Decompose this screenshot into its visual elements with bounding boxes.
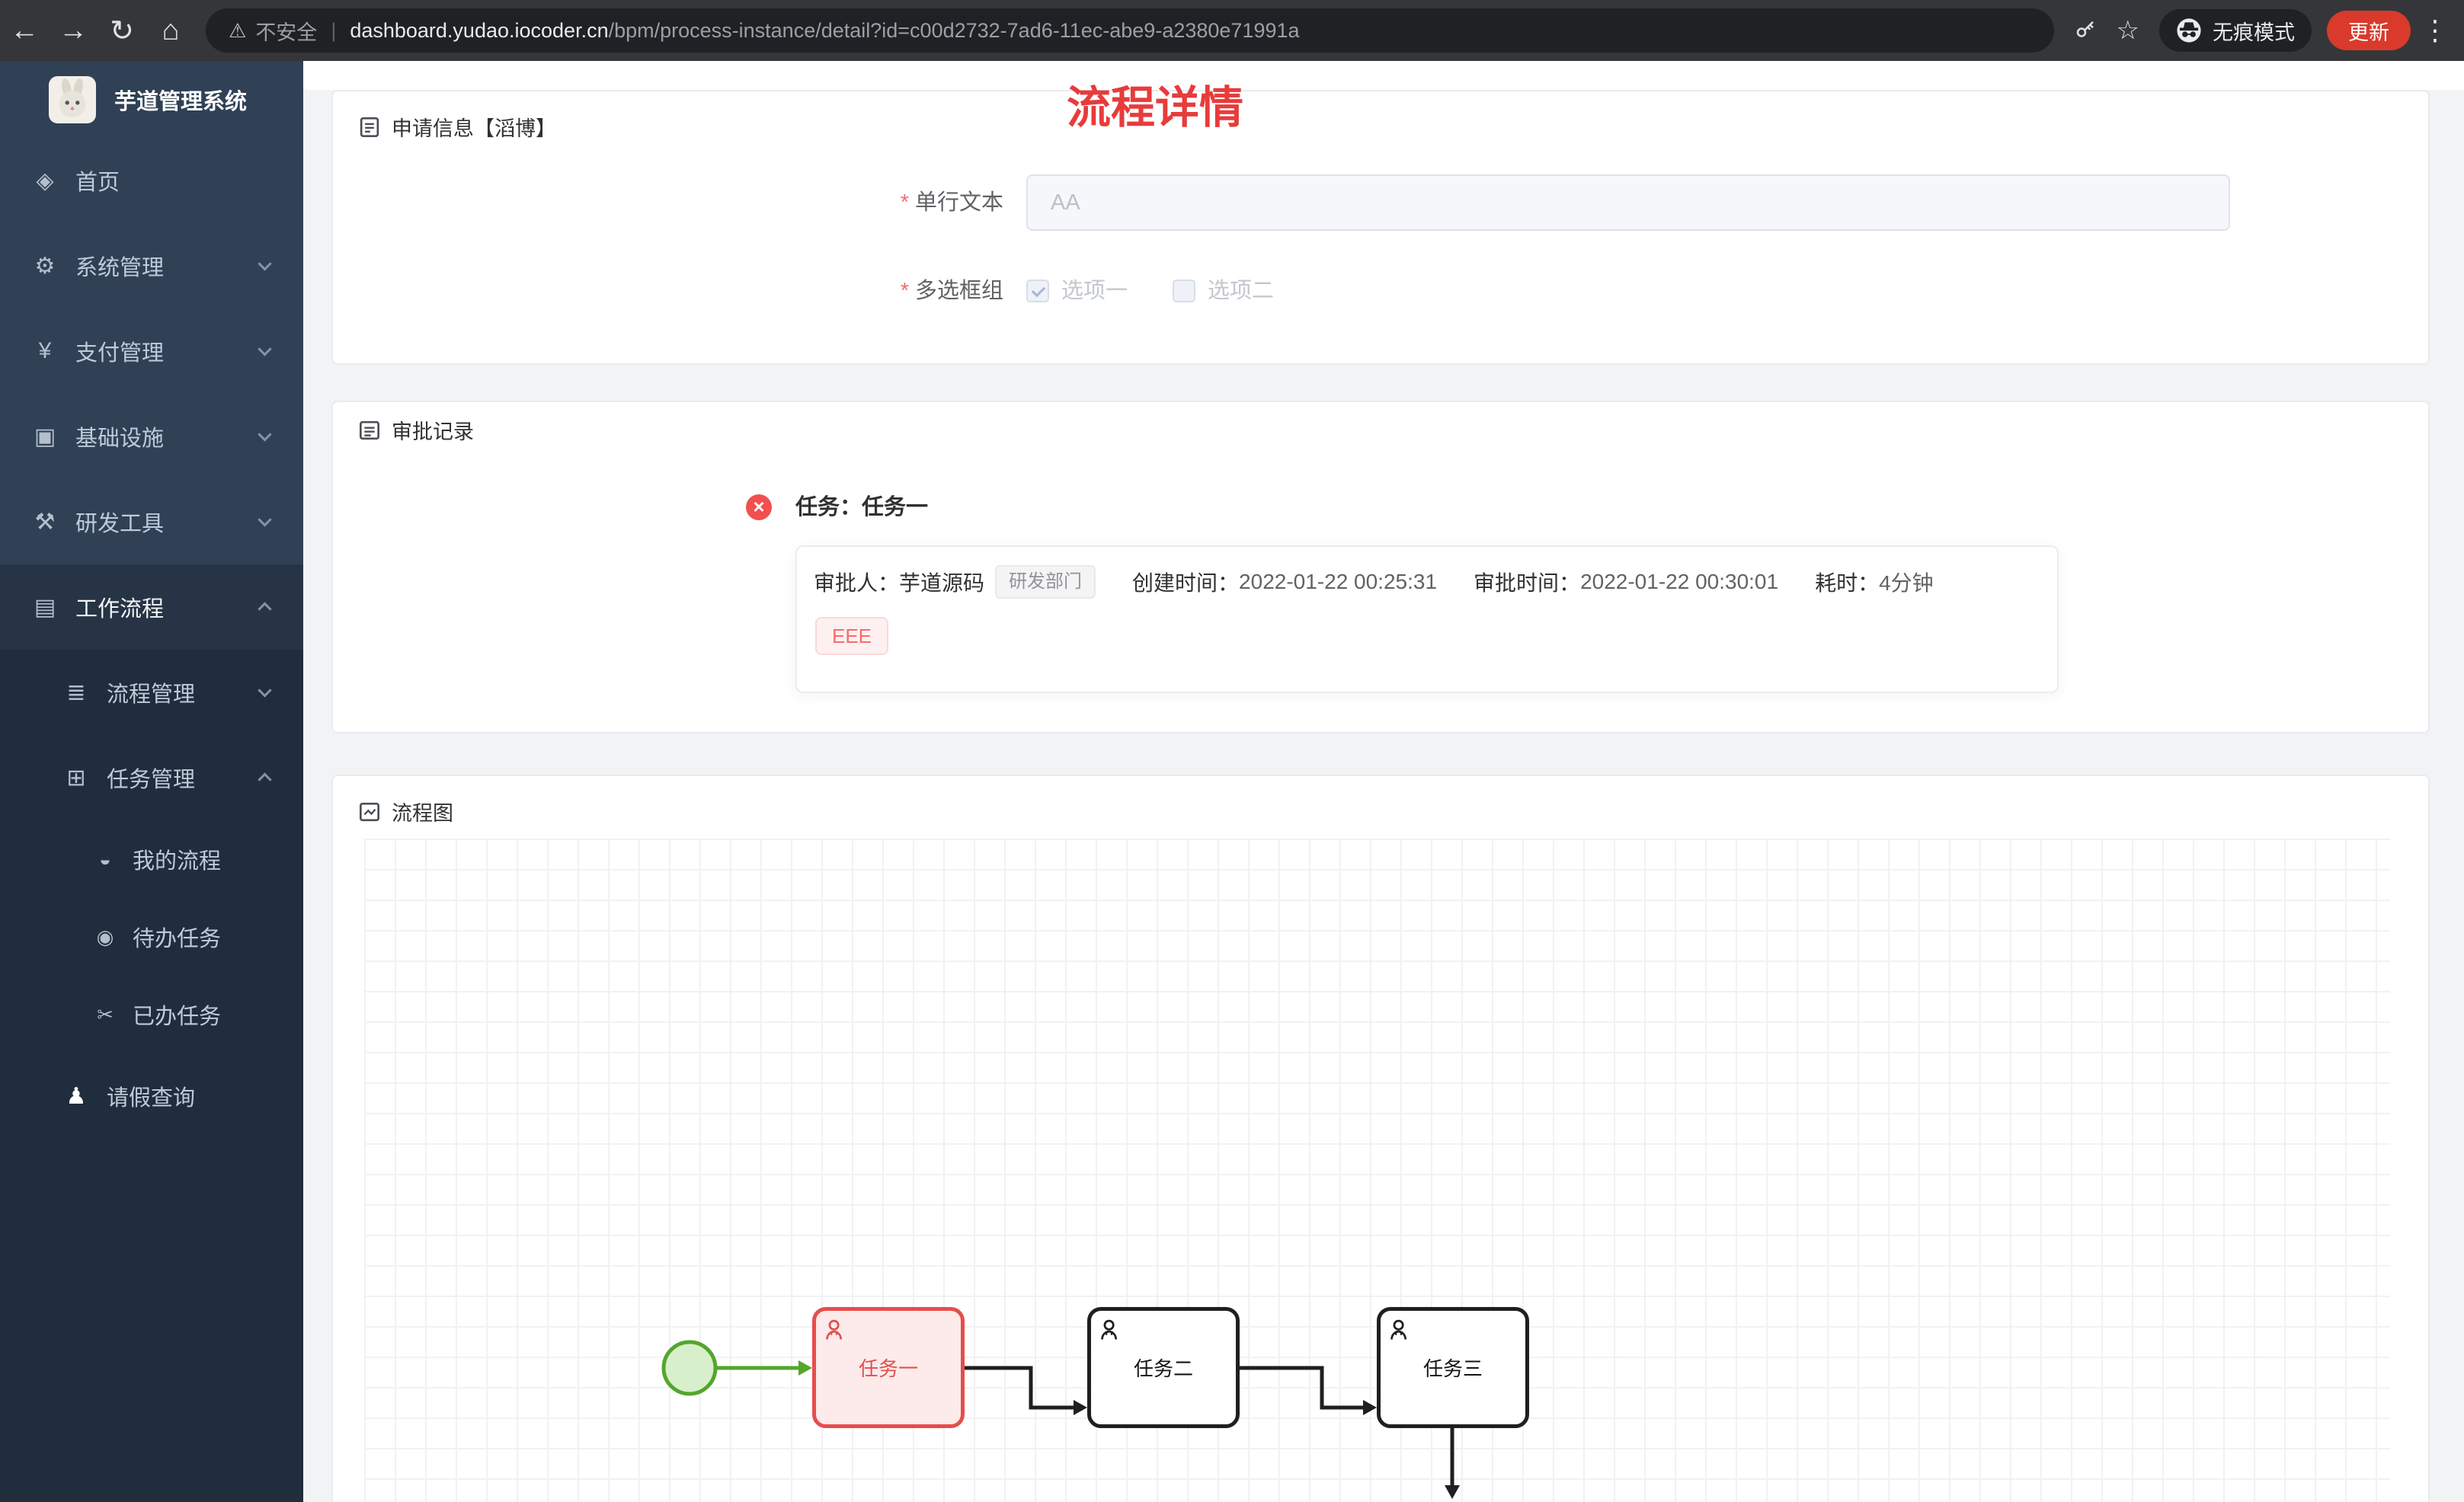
browser-toolbar: ← → ↻ ⌂ ⚠ 不安全 | dashboard.yudao.iocoder.… (0, 0, 2464, 61)
task-title: 任务：任务一 (795, 495, 929, 519)
page-title: 流程详情 (1066, 83, 1244, 133)
yen-icon: ¥ (38, 338, 52, 363)
sidebar-item-done-tasks[interactable]: ✂ 已办任务 (0, 976, 303, 1053)
menu-dots-icon[interactable]: ⋮ (2421, 14, 2449, 46)
bpmn-task-3[interactable]: 任务三 (1377, 1307, 1529, 1428)
not-secure-icon: ⚠ (229, 18, 247, 42)
comment-tag: EEE (815, 617, 889, 655)
key-icon[interactable] (2074, 19, 2097, 42)
checkbox-option-1-label: 选项一 (1061, 279, 1128, 303)
workflow-submenu: ≣ 流程管理 ⊞ 任务管理 ◒ 我的流程 ◉ 待办任务 ✂ 已办任务 ♟ 请假查… (0, 650, 303, 1502)
text-field-label: *单行文本 (900, 190, 1003, 215)
approval-records-header: 审批记录 (333, 402, 2428, 445)
document-icon (360, 117, 379, 137)
approval-detail-line: 审批人： 芋道源码 研发部门 创建时间： 2022-01-22 00:25:31… (814, 565, 2057, 599)
url-separator: | (331, 18, 337, 42)
bpmn-canvas[interactable]: 任务一 任务二 任务三 (364, 839, 2390, 1502)
sidebar-item-todo-tasks[interactable]: ◉ 待办任务 (0, 898, 303, 976)
incognito-badge: 无痕模式 (2159, 9, 2312, 52)
gear-icon: ⚙ (34, 253, 56, 279)
checkbox-group-row: *多选框组 选项一 选项二 (333, 271, 2428, 311)
user-task-icon (1101, 1319, 1118, 1340)
bpmn-start-event[interactable] (661, 1340, 718, 1396)
user-task-icon (1390, 1319, 1407, 1340)
my-process-icon: ◒ (99, 847, 111, 871)
devtools-icon: ⚒ (34, 509, 56, 535)
sidebar-item-workflow[interactable]: ▤ 工作流程 (0, 564, 303, 650)
user-icon: ♟ (66, 1083, 87, 1109)
checkbox-option-2-label: 选项二 (1208, 279, 1275, 303)
chevron-down-icon (258, 683, 272, 698)
sidebar-item-home[interactable]: ◈ 首页 (0, 138, 303, 223)
page-top-strip (303, 61, 2464, 90)
dashboard-icon: ◈ (36, 168, 54, 193)
sidebar-item-system-management[interactable]: ⚙ 系统管理 (0, 223, 303, 308)
url-bar[interactable]: ⚠ 不安全 | dashboard.yudao.iocoder.cn /bpm/… (206, 8, 2054, 53)
incognito-label: 无痕模式 (2213, 21, 2295, 44)
sidebar-item-my-process[interactable]: ◒ 我的流程 (0, 820, 303, 898)
app-title: 芋道管理系统 (114, 89, 248, 114)
duration-value: 4分钟 (1879, 571, 1934, 595)
chevron-up-icon (258, 772, 272, 787)
department-tag: 研发部门 (995, 565, 1096, 599)
application-info-header: 申请信息【滔博】 (333, 91, 2428, 142)
incognito-icon (2177, 18, 2201, 43)
back-icon[interactable]: ← (10, 14, 39, 46)
checkbox-option-1[interactable] (1026, 280, 1049, 302)
process-diagram-header: 流程图 (333, 776, 2428, 826)
approve-time: 2022-01-22 00:30:01 (1580, 570, 1779, 593)
done-icon: ✂ (97, 1002, 114, 1026)
approval-records-card: 审批记录 × 任务：任务一 审批人： 芋道源码 研发部门 创建时间： 2022-… (331, 401, 2430, 733)
chevron-down-icon (258, 513, 272, 527)
reload-icon[interactable]: ↻ (110, 14, 134, 47)
sidebar-item-payment-management[interactable]: ¥ 支付管理 (0, 308, 303, 394)
record-icon (360, 420, 379, 439)
diagram-icon (360, 802, 379, 821)
chevron-down-icon (258, 342, 272, 356)
create-time: 2022-01-22 00:25:31 (1239, 570, 1438, 593)
application-info-card: 申请信息【滔博】 *单行文本 *多选框组 选项一 选项二 (331, 90, 2430, 365)
single-line-text-input[interactable] (1026, 174, 2230, 231)
url-host: dashboard.yudao.iocoder.cn (350, 18, 609, 42)
main-content: 流程详情 申请信息【滔博】 *单行文本 *多选框组 选项一 选项二 (303, 61, 2464, 1502)
required-asterisk: * (900, 279, 909, 303)
process-management-icon: ≣ (66, 679, 86, 705)
bpmn-task-1[interactable]: 任务一 (812, 1307, 965, 1428)
chevron-up-icon (258, 602, 272, 616)
bpmn-task-2[interactable]: 任务二 (1087, 1307, 1240, 1428)
todo-icon: ◉ (96, 925, 114, 948)
app-logo (49, 75, 96, 123)
user-task-icon (826, 1319, 843, 1340)
chevron-down-icon (258, 427, 272, 442)
task-status-icon: × (746, 494, 772, 520)
approver-name: 芋道源码 (899, 571, 985, 595)
sidebar: 芋道管理系统 ◈ 首页 ⚙ 系统管理 ¥ 支付管理 ▣ 基础设施 ⚒ 研发工具 … (0, 61, 303, 1502)
sidebar-item-task-management[interactable]: ⊞ 任务管理 (0, 735, 303, 820)
bookmark-star-icon[interactable]: ☆ (2116, 16, 2139, 45)
url-path: /bpm/process-instance/detail?id=c00d2732… (608, 18, 1300, 42)
sidebar-item-process-management[interactable]: ≣ 流程管理 (0, 650, 303, 735)
required-asterisk: * (900, 190, 909, 215)
security-label: 不安全 (255, 21, 318, 44)
update-button[interactable]: 更新 (2327, 11, 2411, 50)
approval-detail-card: 审批人： 芋道源码 研发部门 创建时间： 2022-01-22 00:25:31… (795, 545, 2059, 693)
sidebar-item-devtools[interactable]: ⚒ 研发工具 (0, 479, 303, 564)
app-logo-row: 芋道管理系统 (0, 61, 303, 138)
process-diagram-card: 流程图 任务一 (331, 775, 2430, 1502)
workflow-icon: ▤ (34, 594, 56, 620)
checkbox-group-label: *多选框组 (900, 279, 1003, 303)
chevron-down-icon (258, 257, 272, 271)
home-icon[interactable]: ⌂ (162, 14, 180, 46)
sidebar-item-leave-query[interactable]: ♟ 请假查询 (0, 1053, 303, 1139)
sidebar-item-infrastructure[interactable]: ▣ 基础设施 (0, 394, 303, 479)
checkbox-option-2[interactable] (1173, 280, 1195, 302)
bpmn-connections (661, 1340, 1460, 1499)
infrastructure-icon: ▣ (34, 423, 56, 449)
text-field-row: *单行文本 (333, 174, 2428, 231)
forward-icon[interactable]: → (59, 14, 88, 46)
task-management-icon: ⊞ (66, 765, 86, 791)
